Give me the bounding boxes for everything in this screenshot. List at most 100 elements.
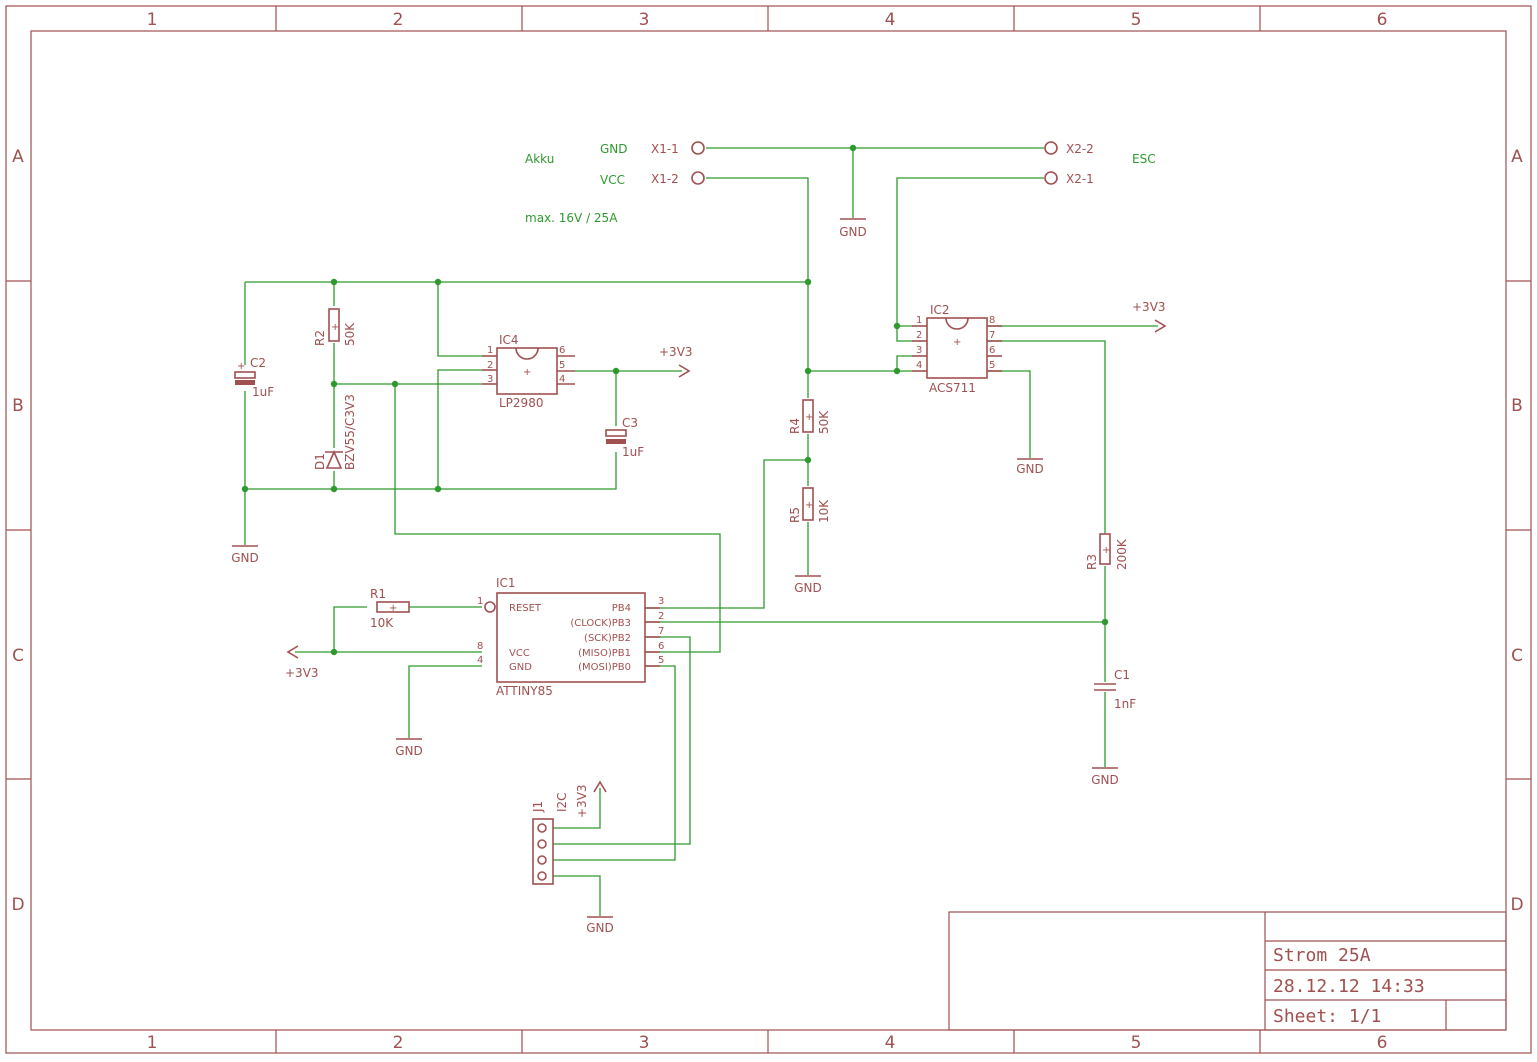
- ic1-pin-pb0: (MOSI)PB0: [578, 662, 631, 673]
- col-label-3-bottom: 3: [639, 1033, 650, 1053]
- ic2-pin-7: 7: [989, 330, 995, 341]
- ic1-value: ATTINY85: [496, 684, 553, 698]
- x2-2-label: X2-2: [1066, 142, 1094, 156]
- c1-name: C1: [1114, 668, 1130, 682]
- ic1-pin-vcc: VCC: [509, 648, 530, 659]
- col-label-4: 4: [885, 10, 896, 30]
- gnd-label-attiny: GND: [395, 744, 423, 758]
- capacitor-c2: + C2 1uF: [234, 356, 274, 399]
- ic1-pin-8: 8: [477, 641, 483, 652]
- title-block: Strom 25A 28.12.12 14:33 Sheet: 1/1: [948, 911, 1507, 1031]
- c1-value: 1nF: [1114, 697, 1136, 711]
- svg-text:+: +: [331, 322, 339, 333]
- col-label-1: 1: [147, 10, 158, 30]
- x1-2-label: X1-2: [651, 172, 679, 186]
- supply-3v3-symbols: +3V3 +3V3 +3V3 +3V3: [285, 300, 1167, 818]
- svg-text:+: +: [805, 500, 813, 511]
- resistor-r2: + R2 50K: [313, 308, 357, 346]
- ic4-pin-6: 6: [559, 345, 565, 356]
- col-label-5-bottom: 5: [1131, 1033, 1142, 1053]
- ic2-pin-5: 5: [989, 360, 995, 371]
- ic1-pin-gnd: GND: [509, 662, 532, 673]
- svg-text:+: +: [805, 412, 813, 423]
- col-label-2: 2: [393, 10, 404, 30]
- j1-name: J1: [531, 801, 545, 813]
- ic2-pin-3: 3: [916, 345, 922, 356]
- ic2-pin-1: 1: [916, 315, 922, 326]
- ic1-pin-pb2: (SCK)PB2: [584, 633, 631, 644]
- row-label-d-right: D: [1510, 895, 1523, 915]
- ic1-pin-5: 5: [658, 655, 664, 666]
- ic4-name: IC4: [499, 333, 519, 347]
- drawing-frame: 1 2 3 4 5 6 1 2 3 4 5 6 A B C D A B C D: [5, 5, 1532, 1054]
- net-notes: Akku GND VCC ESC max. 16V / 25A: [525, 142, 1156, 225]
- ic2-acs711: + 1 2 3 4 8 7 6 5 IC2 ACS711: [912, 303, 1002, 395]
- col-label-5: 5: [1131, 10, 1142, 30]
- title-block-date: 28.12.12 14:33: [1273, 976, 1425, 997]
- gnd-label-r5: GND: [794, 581, 822, 595]
- col-label-4-bottom: 4: [885, 1033, 896, 1053]
- r5-name: R5: [788, 507, 802, 523]
- col-label-2-bottom: 2: [393, 1033, 404, 1053]
- r3-value: 200K: [1115, 538, 1129, 570]
- ic4-pin-5: 5: [559, 360, 565, 371]
- ic1-pin-pb1: (MISO)PB1: [578, 648, 631, 659]
- ic4-value: LP2980: [499, 396, 543, 410]
- connector-j1: J1 I2C: [531, 792, 569, 885]
- nets: [244, 147, 1158, 916]
- x2-1-label: X2-1: [1066, 172, 1094, 186]
- ic2-pin-6: 6: [989, 345, 995, 356]
- c2-name: C2: [250, 356, 266, 370]
- capacitor-c1: C1 1nF: [1094, 668, 1136, 711]
- rating-note: max. 16V / 25A: [525, 211, 618, 225]
- ic1-pin-2: 2: [658, 611, 664, 622]
- ic2-name: IC2: [930, 303, 950, 317]
- col-label-1-bottom: 1: [147, 1033, 158, 1053]
- esc-note: ESC: [1132, 152, 1156, 166]
- x1-1-label: X1-1: [651, 142, 679, 156]
- ic1-pin-6: 6: [658, 641, 664, 652]
- ic1-pin-reset: RESET: [509, 603, 542, 614]
- v33-label-j1: +3V3: [575, 784, 589, 818]
- row-label-b: B: [12, 396, 24, 416]
- ic1-pin-7: 7: [658, 626, 664, 637]
- ic4-pin-4: 4: [559, 374, 565, 385]
- r2-value: 50K: [343, 322, 357, 346]
- svg-text:+: +: [953, 337, 961, 348]
- svg-text:+: +: [1102, 545, 1110, 556]
- r2-name: R2: [313, 330, 327, 346]
- ic4-pin-1: 1: [487, 345, 493, 356]
- gnd-label-acs711: GND: [1016, 462, 1044, 476]
- gnd-label-c1: GND: [1091, 773, 1119, 787]
- resistor-r1: + R1 10K: [370, 587, 410, 630]
- col-label-6-bottom: 6: [1377, 1033, 1388, 1053]
- title-block-title: Strom 25A: [1273, 945, 1371, 966]
- r5-value: 10K: [817, 499, 831, 523]
- resistor-r4: + R4 50K: [788, 399, 831, 434]
- ic1-pin-4: 4: [477, 655, 483, 666]
- r4-name: R4: [788, 418, 802, 434]
- gnd-note: GND: [600, 142, 628, 156]
- c2-value: 1uF: [252, 385, 274, 399]
- r3-name: R3: [1085, 554, 1099, 570]
- r1-name: R1: [370, 587, 386, 601]
- d1-name: D1: [313, 453, 327, 470]
- connector-x1: X1-1 X1-2: [651, 141, 705, 186]
- resistor-r3: + R3 200K: [1085, 533, 1129, 570]
- ic2-pin-4: 4: [916, 360, 922, 371]
- v33-label-lp2980: +3V3: [659, 345, 693, 359]
- capacitor-c3: C3 1uF: [605, 416, 644, 459]
- gnd-label-c2: GND: [231, 551, 259, 565]
- col-label-6: 6: [1377, 10, 1388, 30]
- d1-value: BZV55/C3V3: [343, 394, 357, 470]
- gnd-symbols: GND GND GND GND GND GND GND: [231, 218, 1119, 935]
- row-label-c: C: [12, 646, 24, 666]
- ic4-pin-3: 3: [487, 374, 493, 385]
- v33-label-attiny: +3V3: [285, 666, 319, 680]
- ic1-name: IC1: [496, 576, 516, 590]
- row-label-a: A: [12, 147, 24, 167]
- ic2-pin-8: 8: [989, 315, 995, 326]
- gnd-label-j1: GND: [586, 921, 614, 935]
- row-label-d: D: [11, 895, 24, 915]
